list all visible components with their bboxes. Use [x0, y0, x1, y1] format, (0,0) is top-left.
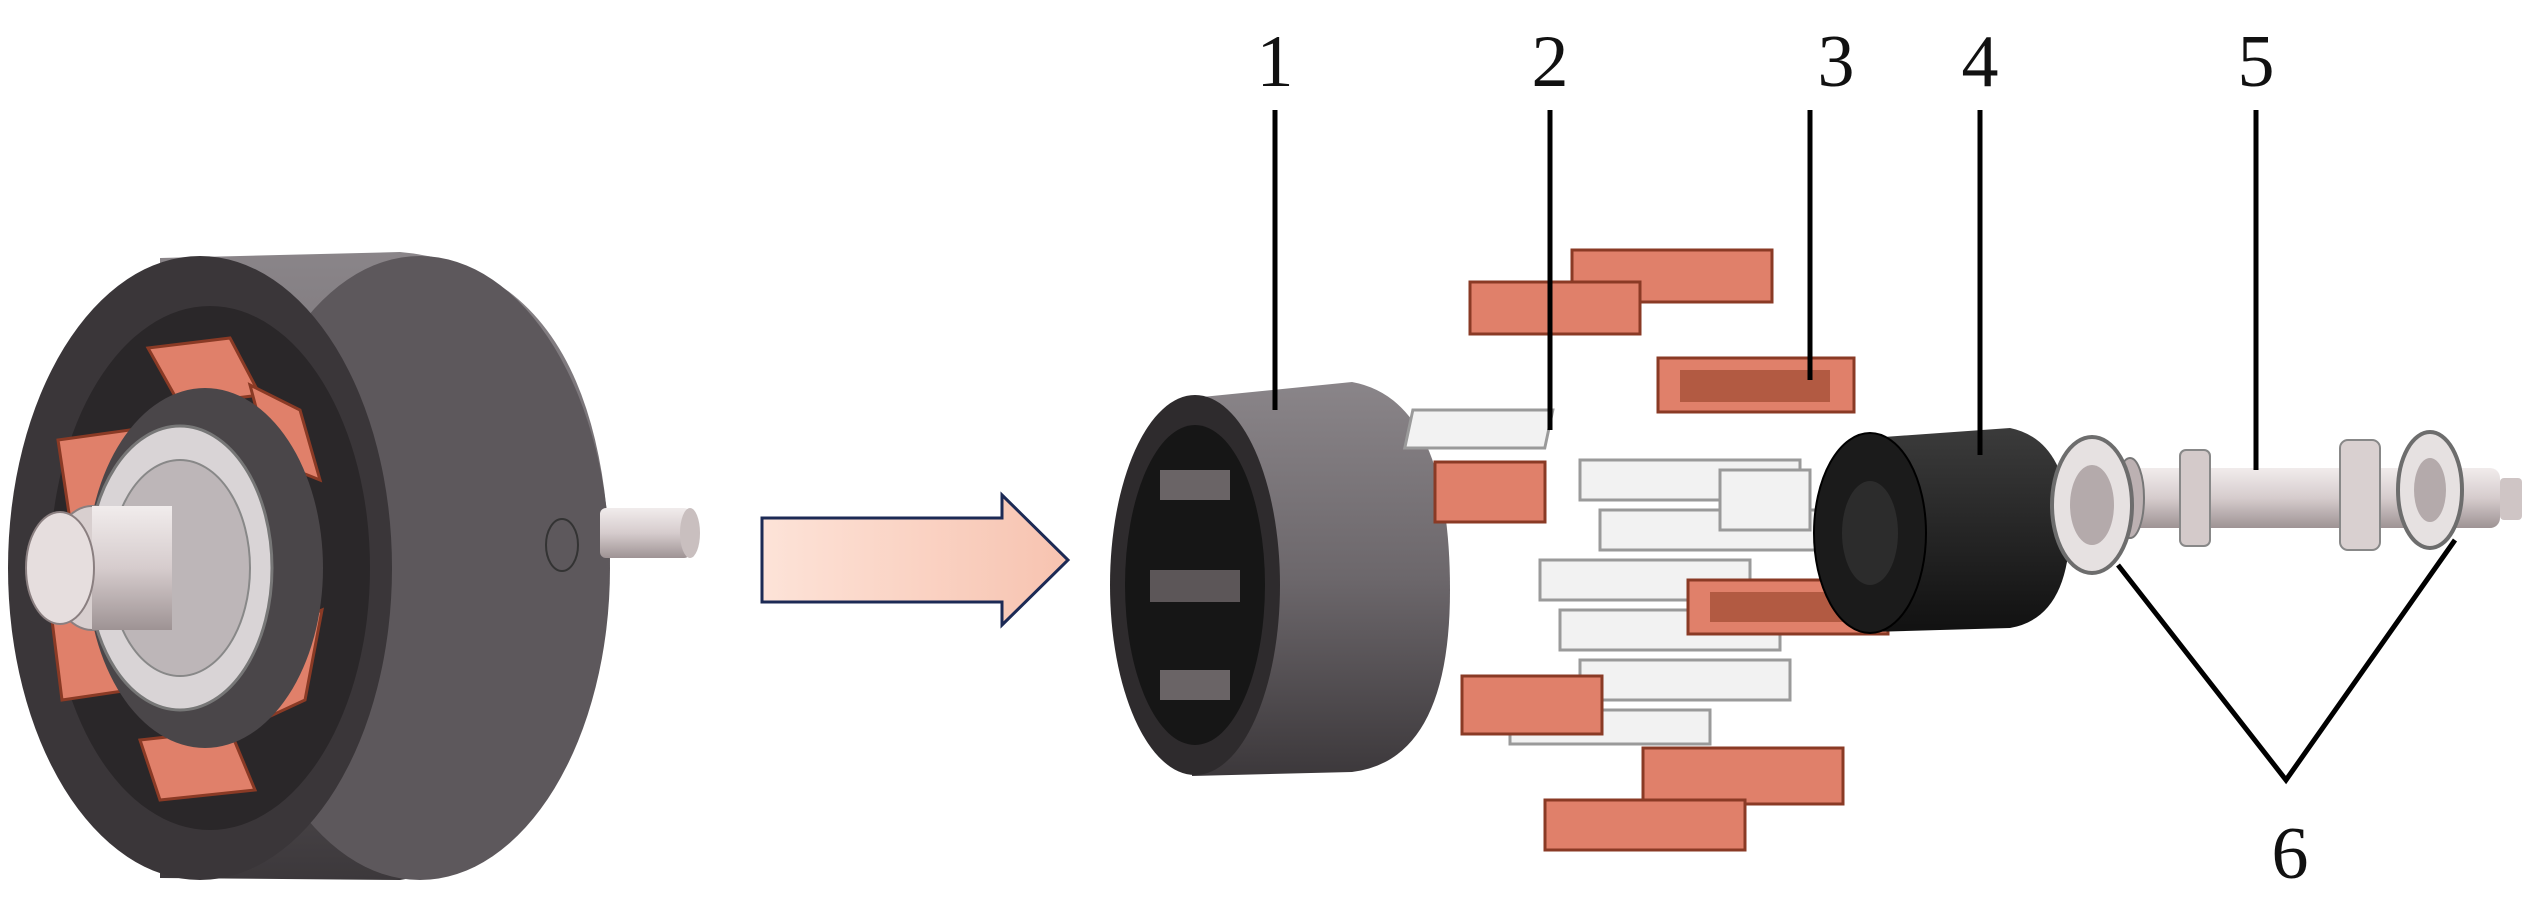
callout-1: 1	[1257, 21, 1294, 103]
callout-2: 2	[1532, 21, 1569, 103]
part-6-bearings	[2050, 430, 2464, 575]
leader-lines	[1272, 110, 2458, 785]
callout-4: 4	[1962, 21, 1999, 103]
leader-6	[2116, 538, 2458, 785]
callout-3: 3	[1818, 21, 1855, 103]
callout-5: 5	[2238, 21, 2275, 103]
part-3-copper-coils	[1433, 248, 1890, 852]
assembled-shaft-stub	[600, 508, 690, 558]
part-1-stator-housing	[1110, 382, 1450, 776]
assembled-rear-hole	[545, 518, 579, 572]
part-4-rotor-magnet	[1813, 428, 2070, 634]
assembled-motor	[8, 252, 700, 880]
callout-6: 6	[2272, 813, 2309, 895]
transition-arrow	[760, 491, 1071, 629]
